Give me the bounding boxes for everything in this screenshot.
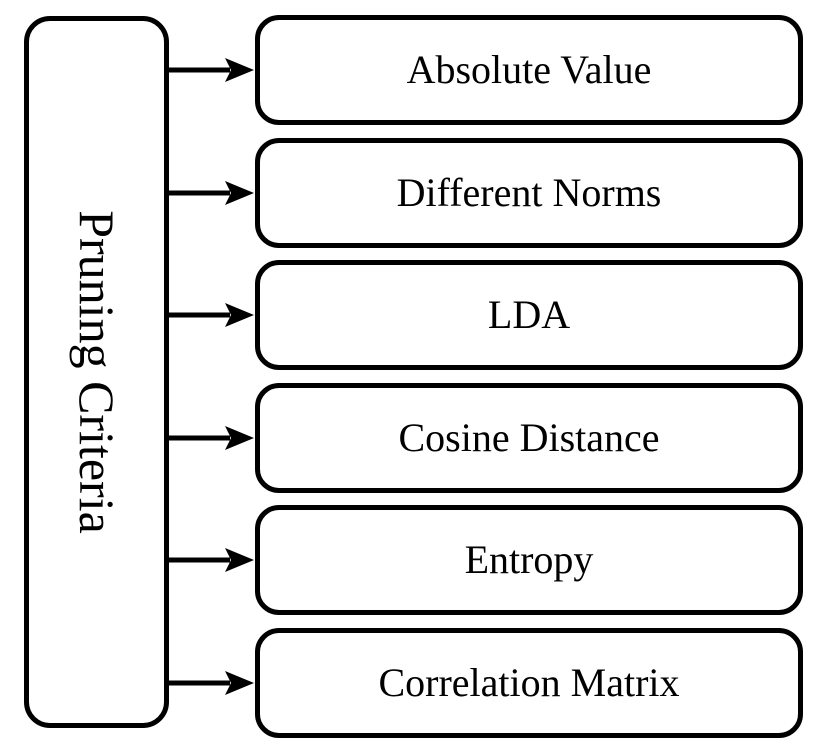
connector-arrow-icon bbox=[168, 426, 254, 450]
criterion-box-absolute-value: Absolute Value bbox=[255, 15, 803, 125]
connector-arrow-icon bbox=[168, 58, 254, 82]
criterion-box-cosine-distance: Cosine Distance bbox=[255, 383, 803, 493]
criterion-label: LDA bbox=[487, 292, 571, 337]
criterion-box-correlation-matrix: Correlation Matrix bbox=[255, 628, 803, 738]
criterion-box-lda: LDA bbox=[255, 260, 803, 370]
criterion-box-different-norms: Different Norms bbox=[255, 138, 803, 248]
criterion-label: Different Norms bbox=[396, 170, 662, 215]
root-box-pruning-criteria: Pruning Criteria bbox=[24, 16, 169, 728]
criterion-box-entropy: Entropy bbox=[255, 505, 803, 615]
connector-arrow-icon bbox=[168, 548, 254, 572]
connector-arrow-icon bbox=[168, 303, 254, 327]
criterion-label: Cosine Distance bbox=[398, 415, 660, 460]
criterion-label: Correlation Matrix bbox=[378, 660, 680, 705]
connector-arrow-icon bbox=[168, 671, 254, 695]
criterion-label: Entropy bbox=[464, 537, 594, 582]
connector-arrow-icon bbox=[168, 181, 254, 205]
root-label: Pruning Criteria bbox=[68, 210, 125, 534]
criterion-label: Absolute Value bbox=[406, 47, 652, 92]
